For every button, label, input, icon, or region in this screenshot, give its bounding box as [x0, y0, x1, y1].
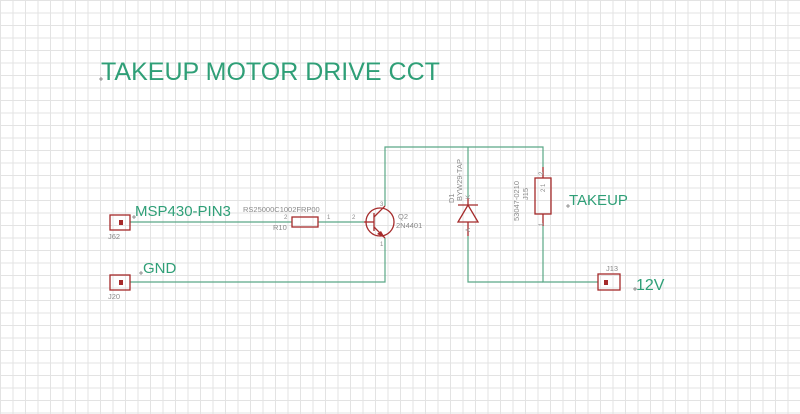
connector-j13-designator: J13: [606, 264, 618, 273]
connector-j15-body: [534, 177, 552, 215]
diode-d1[interactable]: D1 BYW29-TAP K A: [447, 159, 480, 236]
resistor-r10-value: RS25000C1002FRP00: [243, 205, 320, 214]
net-label-12v-group: 12V: [633, 277, 665, 294]
net-label-gnd: GND: [143, 260, 177, 277]
connector-j13-body: [597, 273, 621, 291]
connector-j15-pin-bottom: 1: [539, 222, 545, 226]
transistor-q2-pin-collector: 3: [380, 202, 384, 208]
connector-j20-body: [109, 274, 131, 291]
resistor-r10[interactable]: 2 1 RS25000C1002FRP00 R10: [243, 205, 331, 232]
connector-j62-body: [109, 214, 131, 231]
diode-d1-triangle: [456, 203, 480, 223]
transistor-q2-collector-lead: [373, 205, 386, 218]
wires: [130, 146, 598, 283]
wire-emitter-to-gnd: [130, 238, 386, 283]
transistor-q2-value: 2N4401: [396, 221, 422, 230]
connector-j15-value: 53047-0210: [512, 181, 521, 221]
resistor-r10-pin-right: 1: [327, 215, 331, 221]
connector-j20-designator: J20: [108, 292, 120, 301]
wire-diode-anode: [467, 236, 543, 283]
resistor-r10-designator: R10: [273, 223, 287, 232]
net-label-12v: 12V: [636, 277, 665, 294]
net-label-gnd-group: GND: [139, 260, 177, 277]
diagram-title: TAKEUP MOTOR DRIVE CCT: [101, 58, 440, 86]
connector-j15-inner-pins: 2 1: [541, 183, 547, 192]
connector-j20[interactable]: J20: [108, 274, 131, 301]
wire-motor-to-12v: [542, 226, 598, 283]
transistor-q2-emitter-arrow: [377, 231, 385, 238]
connector-j13-pin: [604, 280, 608, 285]
transistor-q2-pin-base: 2: [352, 215, 356, 221]
connector-j62-designator: J62: [108, 232, 120, 241]
net-label-motor-group: TAKEUP: [566, 192, 628, 209]
wire-collector-to-motor: [384, 146, 544, 206]
connector-j62-pin: [119, 220, 123, 225]
diode-d1-pin-cathode: K: [466, 195, 472, 199]
title-label: TAKEUP MOTOR DRIVE CCT: [99, 58, 440, 86]
resistor-r10-body: [291, 216, 319, 228]
connector-j15[interactable]: 2 1 2 1 53047-0210 J15: [512, 167, 552, 226]
connector-j13[interactable]: J13: [597, 264, 621, 291]
diode-d1-designator: D1: [447, 193, 456, 203]
transistor-q2-designator: Q2: [398, 212, 408, 221]
transistor-q2-pin-emitter: 1: [380, 242, 384, 248]
resistor-r10-pin-left: 2: [284, 215, 288, 221]
diode-d1-value: BYW29-TAP: [455, 159, 464, 201]
net-label-input: MSP430-PIN3: [132, 203, 231, 220]
transistor-q2[interactable]: 2 3 1 Q2 2N4401: [352, 202, 422, 248]
connector-j20-pin: [119, 280, 123, 285]
diode-d1-pin-anode: A: [466, 228, 472, 232]
connector-j15-designator: J15: [521, 188, 530, 200]
net-label-takeup: TAKEUP: [569, 192, 628, 209]
connector-j15-pin-top: 2: [539, 171, 545, 175]
connector-j62[interactable]: J62: [108, 214, 131, 241]
net-label-msp430-pin3: MSP430-PIN3: [135, 203, 231, 220]
